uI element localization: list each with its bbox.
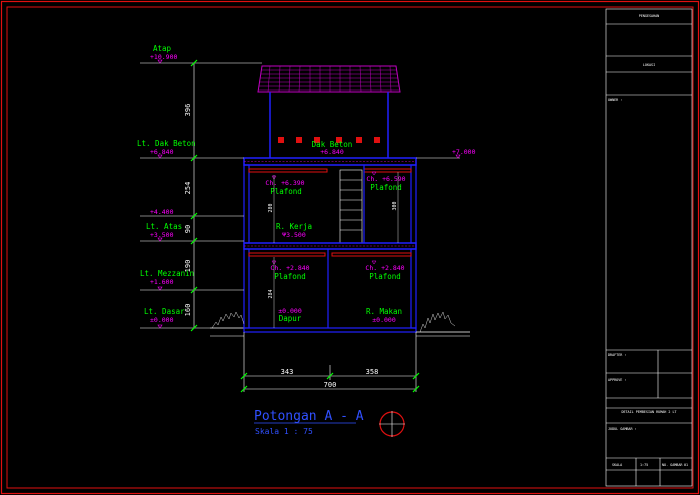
room-dak-value: +6.840 — [320, 148, 344, 156]
room-plafond-ur-code: Ch. +6.590 — [366, 175, 405, 183]
level-atap-value: +10.900 — [150, 53, 177, 61]
horizontal-dims — [240, 345, 420, 393]
level-dak-value: +6.840 — [150, 148, 174, 156]
roof — [257, 65, 401, 158]
level-mezzanin-name: Lt. Mezzanin — [140, 269, 194, 278]
inner-dim-upper-left: 280 — [268, 203, 274, 212]
hdim-left: 343 — [281, 368, 294, 376]
room-plafond-lr-code: Ch. +2.840 — [365, 264, 404, 272]
level-4400-value: +4.400 — [150, 208, 174, 216]
room-kerja-name: R. Kerja — [276, 222, 312, 231]
room-dak-name: Dak Beton — [312, 140, 353, 149]
room-plafond-ll-code: Ch. +2.840 — [270, 264, 309, 272]
hdim-total: 700 — [324, 381, 337, 389]
inner-dim-lower-left: 284 — [268, 289, 274, 298]
level-dasar-name: Lt. Dasar — [144, 307, 185, 316]
tb-skala-val: 1:75 — [640, 463, 648, 467]
vdim-3: 190 — [184, 260, 192, 273]
title-block — [605, 8, 693, 487]
inner-dim-upper-right: 300 — [392, 201, 398, 210]
tb-no: NO. GAMBAR — [662, 463, 683, 467]
section-symbol — [379, 411, 405, 437]
vdim-2: 90 — [184, 225, 192, 233]
tb-no-val: 01 — [684, 463, 688, 467]
room-dapur-value: ±0.000 — [278, 307, 302, 315]
level-mezzanin-value: +1.600 — [150, 278, 174, 286]
vdim-1: 254 — [184, 182, 192, 195]
level-markers — [157, 59, 461, 329]
drawing-title: Potongan A - A — [254, 409, 364, 424]
level-dak-name: Lt. Dak Beton — [137, 139, 196, 148]
room-plafond-lr-name: Plafond — [369, 272, 401, 281]
room-plafond-ul-name: Plafond — [270, 187, 302, 196]
tb-job: JUDUL GAMBAR : — [608, 427, 637, 431]
vdim-4: 160 — [184, 304, 192, 317]
tb-header: PENGESAHAN — [639, 14, 659, 18]
drawing-scale: Skala 1 : 75 — [255, 427, 313, 436]
level-atas-value: +3.500 — [150, 231, 174, 239]
room-plafond-ur-name: Plafond — [370, 183, 402, 192]
hdim-right: 358 — [366, 368, 379, 376]
tb-owner: OWNER : — [608, 98, 622, 102]
level-ext-right-value: +7.000 — [452, 148, 476, 156]
tb-approved: APPROVE : — [608, 378, 626, 382]
room-kerja-value: +3.500 — [282, 231, 306, 239]
tb-drawing-title: DETAIL PEMBESIAN RUMAH 2 LT — [621, 410, 676, 414]
vdim-0: 396 — [184, 104, 192, 117]
level-dasar-value: ±0.000 — [150, 316, 174, 324]
room-dapur-name: Dapur — [279, 314, 302, 323]
vertical-dim-chain — [190, 59, 198, 332]
tb-drafter: DRAFTER : — [608, 353, 626, 357]
structure — [210, 157, 470, 345]
ground-shrubs — [211, 311, 456, 333]
level-atap-name: Atap — [153, 44, 172, 53]
room-makan-name: R. Makan — [366, 307, 402, 316]
level-atas-name: Lt. Atas — [146, 222, 182, 231]
tb-lokasi: LOKASI — [643, 63, 655, 67]
room-plafond-ul-code: Ch. +6.390 — [265, 179, 304, 187]
inner-frame — [6, 6, 694, 489]
room-plafond-ll-name: Plafond — [274, 272, 306, 281]
room-makan-value: ±0.000 — [372, 316, 396, 324]
tb-skala: SKALA — [612, 463, 622, 467]
